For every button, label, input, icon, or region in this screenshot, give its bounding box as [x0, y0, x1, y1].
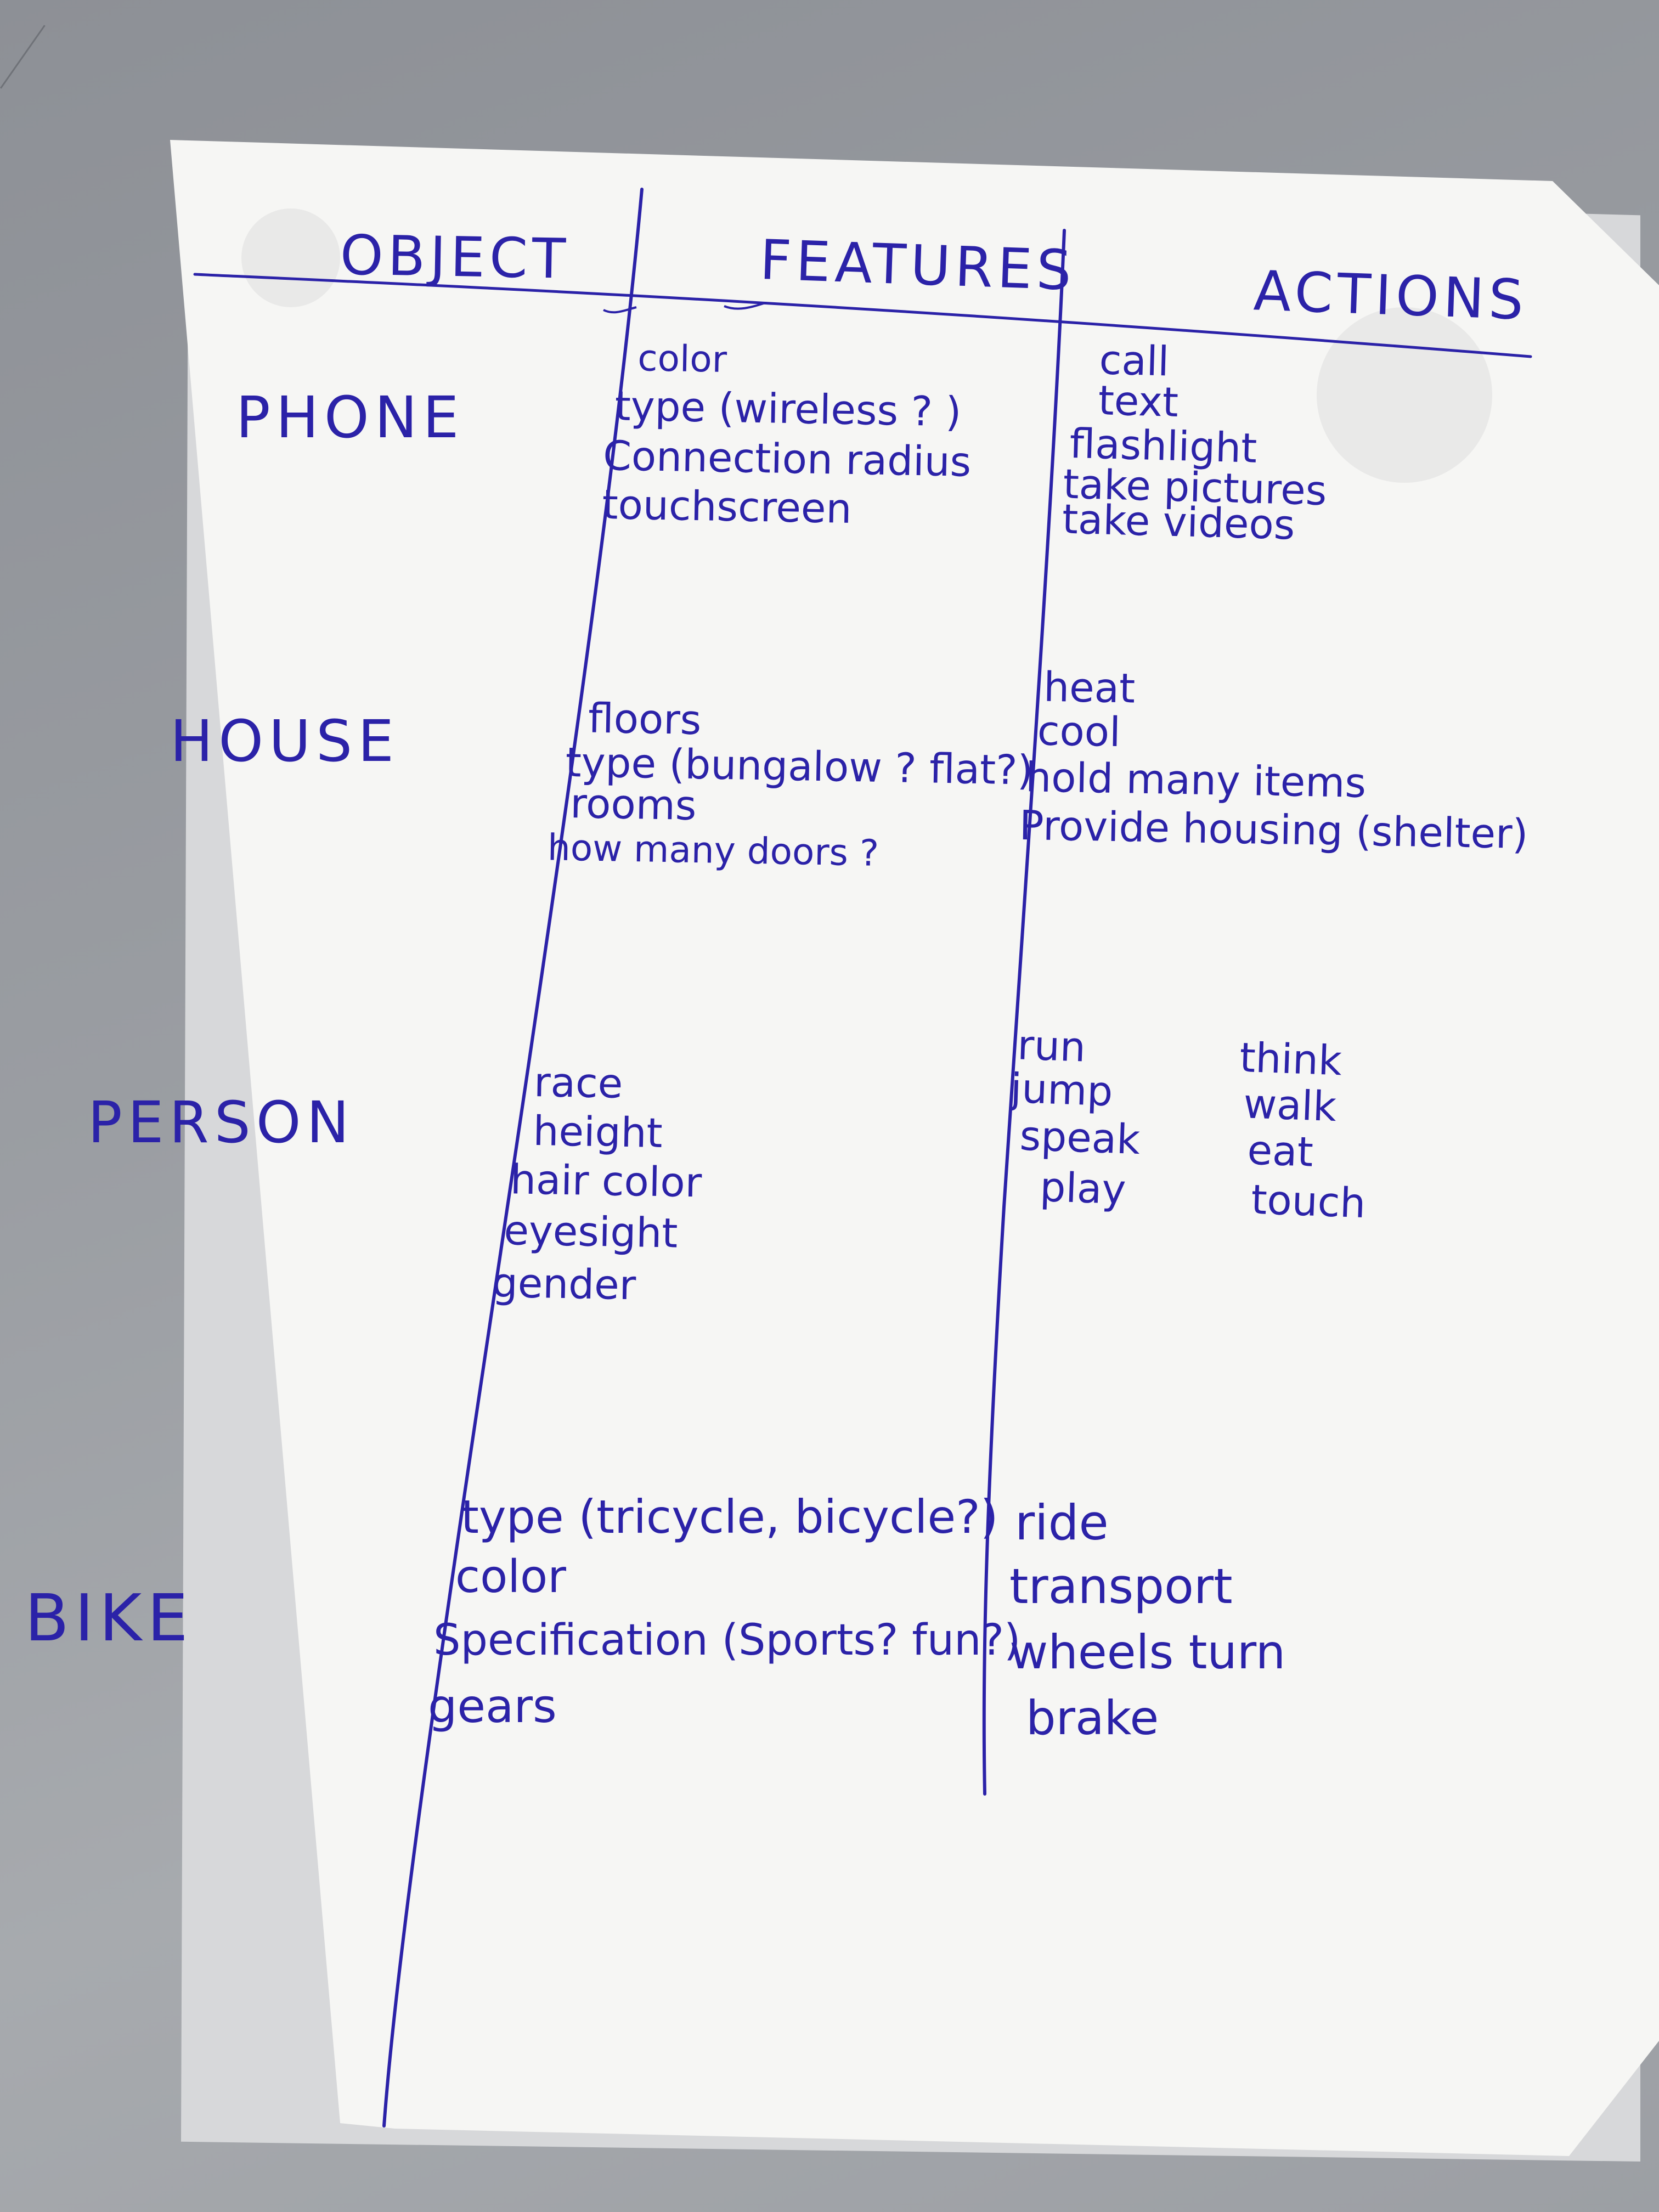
list-item: touchscreen [601, 481, 853, 533]
list-item: Specification (Sports? fun?) [433, 1616, 1021, 1665]
list-item: text [1097, 377, 1180, 426]
row-title-person: PERSON [88, 1089, 355, 1156]
list-item: jump [1009, 1064, 1114, 1116]
features-list-bike: type (tricycle, bicycle?) color Specific… [428, 1487, 1020, 1739]
list-item: eyesight [503, 1207, 679, 1257]
header-object: OBJECT [340, 223, 571, 291]
list-item: color [637, 337, 727, 381]
list-item: type (wireless ? ) [614, 382, 962, 436]
list-item: how many doors ? [547, 826, 879, 874]
list-item: touch [1250, 1176, 1367, 1228]
bleed-through-logo [241, 208, 340, 307]
list-item: color [455, 1551, 566, 1603]
list-item: speak [1019, 1112, 1141, 1164]
row-title-phone: PHONE [236, 384, 465, 451]
list-item: play [1039, 1163, 1127, 1214]
list-item: eat [1246, 1126, 1314, 1176]
bleed-through-logo [1317, 307, 1492, 483]
actions-list-house: heat cool hold many items Provide housin… [1019, 664, 1531, 859]
list-item: brake [1026, 1691, 1159, 1746]
features-list-phone: color type (wireless ? ) Connection radi… [602, 334, 973, 534]
actions-list-bike: ride transport wheels turn brake [1009, 1492, 1285, 1751]
list-item: walk [1243, 1080, 1338, 1131]
list-item: Provide housing (shelter) [1019, 802, 1529, 859]
list-item: race [533, 1058, 623, 1108]
list-item: height [532, 1107, 663, 1158]
actions-list-person-col1: run jump speak play [1006, 1022, 1144, 1216]
list-item: hold many items [1025, 754, 1367, 807]
features-list-person: race height hair color eyesight gender [492, 1057, 704, 1313]
list-item: Connection radius [602, 432, 972, 486]
header-actions: ACTIONS [1252, 258, 1529, 332]
list-item: ride [1015, 1494, 1109, 1551]
list-item: transport [1009, 1558, 1233, 1615]
list-item: hair color [510, 1156, 702, 1207]
list-item: wheels turn [1009, 1625, 1286, 1680]
list-item: run [1017, 1022, 1087, 1071]
features-list-house: floors type (bungalow ? flat?) rooms how… [547, 695, 1034, 881]
list-item: take videos [1062, 495, 1296, 549]
list-item: think [1239, 1034, 1343, 1085]
row-title-house: HOUSE [170, 708, 399, 775]
list-item: cool [1037, 707, 1121, 757]
row-title-bike: BIKE [25, 1580, 194, 1656]
list-item: type (tricycle, bicycle?) [461, 1490, 998, 1544]
list-item: gender [492, 1259, 636, 1310]
header-features: FEATURES [759, 227, 1077, 303]
actions-list-phone: call text flashlight take pictures take … [1062, 336, 1330, 549]
actions-list-person-col2: think walk eat touch [1234, 1034, 1372, 1230]
list-item: gears [428, 1679, 557, 1733]
